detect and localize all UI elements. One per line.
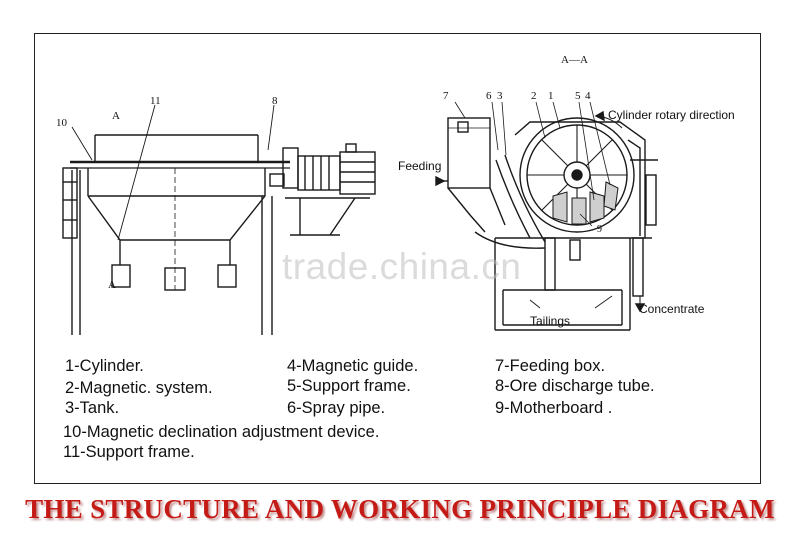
legend-item-2: 2-Magnetic. system. — [65, 379, 213, 397]
label-4: 4 — [585, 90, 591, 102]
label-9: 9 — [597, 224, 602, 235]
legend-item-1: 1-Cylinder. — [65, 357, 144, 375]
label-2: 2 — [531, 90, 537, 102]
label-5: 5 — [575, 90, 581, 102]
label-11: 11 — [150, 95, 161, 107]
legend-item-7: 7-Feeding box. — [495, 357, 606, 375]
legend-item-4: 4-Magnetic guide. — [287, 357, 419, 375]
label-10: 10 — [56, 117, 67, 129]
legend-item-6: 6-Spray pipe. — [287, 399, 386, 417]
legend-item-3: 3-Tank. — [65, 399, 120, 417]
rotation-annotation: Cylinder rotary direction — [608, 108, 735, 122]
tailings-annotation: Tailings — [530, 314, 571, 328]
feeding-annotation: Feeding — [398, 159, 442, 173]
legend-item-10: 10-Magnetic declination adjustment devic… — [63, 423, 380, 441]
diagram-frame — [34, 33, 761, 484]
side-view — [62, 104, 376, 335]
legend-item-9: 9-Motherboard . — [495, 399, 613, 417]
label-1: 1 — [548, 90, 554, 102]
label-8: 8 — [272, 95, 278, 107]
legend-item-8: 8-Ore discharge tube. — [495, 377, 655, 395]
watermark: trade.china.cn — [282, 246, 522, 287]
label-a-top: A — [112, 110, 120, 122]
label-3: 3 — [497, 90, 503, 102]
section-view — [435, 101, 658, 331]
concentrate-annotation: Concentrate — [639, 302, 705, 316]
legend-item-5: 5-Support frame. — [287, 377, 411, 395]
label-6: 6 — [486, 90, 492, 102]
page-title-banner: THE STRUCTURE AND WORKING PRINCIPLE DIAG… — [25, 494, 775, 524]
label-7: 7 — [443, 90, 449, 102]
section-label: A—A — [561, 54, 588, 66]
label-a-bottom: A — [108, 279, 116, 291]
legend-item-11: 11-Support frame. — [63, 443, 195, 461]
